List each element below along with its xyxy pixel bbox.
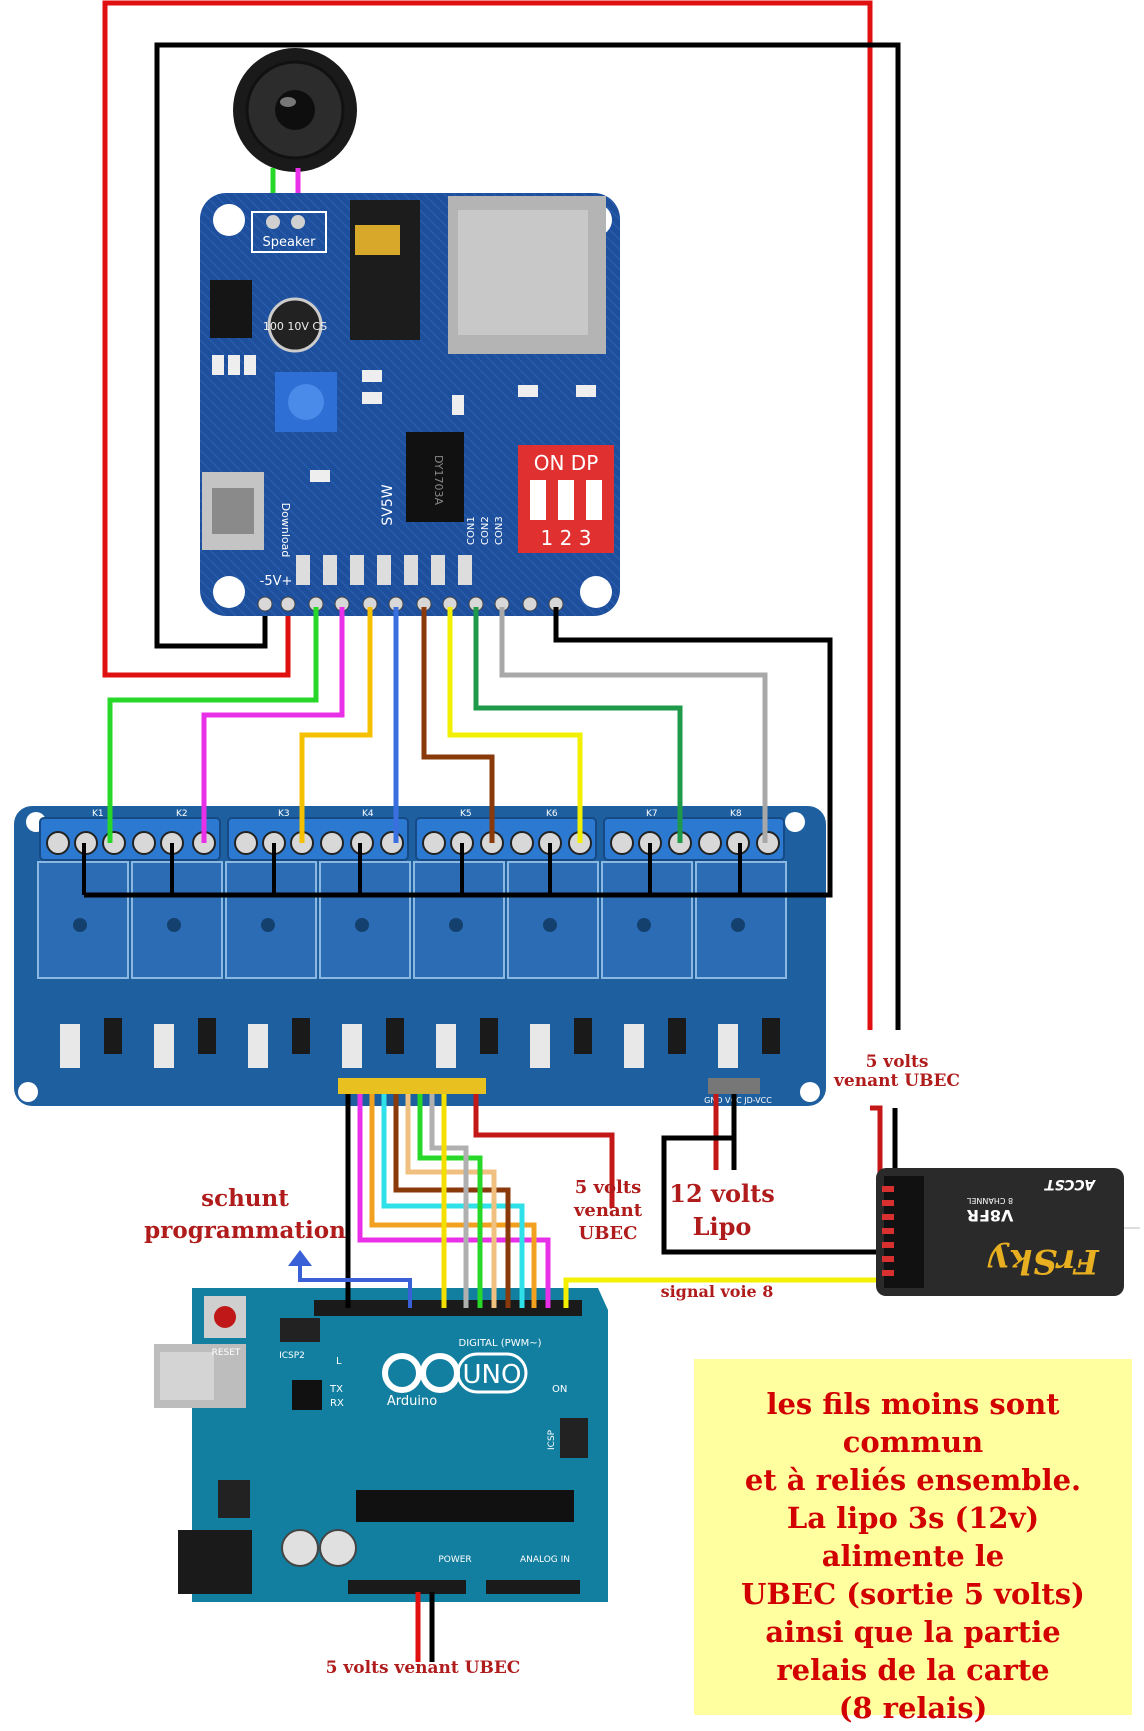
label-ubec-top-line1: 5 volts: [865, 1052, 929, 1072]
note-line-2: et à reliés ensemble.: [744, 1463, 1082, 1497]
label-ubec-mid-line2: venant: [573, 1200, 643, 1221]
note-line-8: (8 relais): [838, 1691, 988, 1725]
arduino-capacitor-2: [319, 1529, 357, 1567]
power-label: -5V+: [260, 574, 293, 589]
icsp2-label: ICSP2: [279, 1351, 305, 1361]
model-label: SV5W: [380, 484, 396, 525]
receiver-accst: ACCST: [1044, 1176, 1097, 1192]
label-lipo: 12 volts Lipo: [662, 1177, 782, 1243]
label-ubec-top-line2: venant UBEC: [834, 1070, 960, 1091]
label-lipo-line2: Lipo: [692, 1212, 752, 1241]
jd-vcc-label: GND VCC JD-VCC: [704, 1096, 772, 1105]
note-line-1: les fils moins sont commun: [766, 1387, 1060, 1459]
receiver-subtitle: 8 CHANNEL: [966, 1196, 1013, 1205]
speaker: [233, 48, 357, 222]
arduino-capacitor-1: [281, 1529, 319, 1567]
dip-numbers: 1 2 3: [541, 526, 592, 550]
note-line-7: relais de la carte: [776, 1653, 1050, 1687]
top-power-wires: [102, 0, 901, 1030]
relay-label-k1: K1: [92, 809, 104, 819]
arduino-uno: RESET ICSP2 DIGITAL (PWM~) UNO Arduino L…: [154, 1288, 608, 1602]
power-header-label: POWER: [438, 1555, 471, 1565]
relay-label-k4: K4: [362, 809, 374, 819]
label-ubec-bottom: 5 volts venant UBEC: [325, 1658, 521, 1678]
capacitor-text: 100 10V CS: [263, 320, 327, 333]
frsky-receiver: FrSky V8FR 8 CHANNEL ACCST: [876, 1168, 1140, 1296]
con-label-3: CON3: [494, 516, 505, 545]
analog-header: [486, 1580, 580, 1594]
tx-label: TX: [329, 1384, 343, 1395]
note-line-6: ainsi que la partie: [765, 1615, 1061, 1649]
relay-label-k6: K6: [546, 809, 558, 819]
audio-jack: [350, 200, 420, 340]
relay-common-bus: [82, 843, 742, 895]
mp3-relay-wires: [84, 607, 833, 898]
analog-header-label: ANALOG IN: [520, 1555, 570, 1565]
arduino-brand: Arduino: [387, 1394, 437, 1409]
label-schunt-line2: programmation: [144, 1217, 346, 1244]
label-ubec-mid-line1: 5 volts: [574, 1177, 642, 1198]
receiver-model: V8FR: [967, 1206, 1014, 1225]
speaker-label: Speaker: [263, 235, 317, 250]
amp-chip: [210, 280, 252, 338]
icsp-label: ICSP: [547, 1429, 557, 1450]
relay-label-k5: K5: [460, 809, 472, 819]
note-box: les fils moins sont commun et à reliés e…: [694, 1359, 1132, 1725]
atmega-chip: [356, 1490, 574, 1522]
relay-label-k8: K8: [730, 809, 742, 819]
rx-label: RX: [330, 1398, 344, 1409]
main-chip: [406, 432, 464, 522]
note-line-3: La lipo 3s (12v): [786, 1501, 1040, 1535]
relay-board: K1 K2 K3 K4 K5 K6 K7 K8 GND VCC JD-VCC: [14, 806, 826, 1106]
note-line-5: UBEC (sortie 5 volts): [741, 1577, 1085, 1611]
label-signal-voie-8: signal voie 8: [660, 1282, 774, 1301]
digital-header: [314, 1300, 582, 1316]
chip-text: DY1703A: [432, 455, 445, 506]
label-ubec-top: 5 volts venant UBEC: [832, 1053, 962, 1090]
relay-label-k7: K7: [646, 809, 658, 819]
dc-jack: [178, 1530, 252, 1594]
relay-label-k3: K3: [278, 809, 290, 819]
download-label: Download: [279, 503, 292, 558]
uno-logo: UNO: [463, 1360, 522, 1390]
l-label: L: [336, 1356, 342, 1367]
relay-input-header: [338, 1078, 486, 1094]
relay-arduino-wires: [288, 1094, 898, 1662]
mp3-module: Speaker 100 10V CS DY1703A Download SV5W…: [200, 193, 620, 616]
relay-power-header: [708, 1078, 760, 1094]
note-line-4: alimente le: [821, 1539, 1005, 1573]
label-schunt: schunt programmation: [140, 1183, 350, 1247]
label-lipo-line1: 12 volts: [669, 1179, 775, 1208]
label-schunt-line1: schunt: [201, 1185, 289, 1212]
on-label: ON: [552, 1384, 567, 1395]
relay-label-k2: K2: [176, 809, 188, 819]
receiver-brand: FrSky: [987, 1241, 1100, 1281]
dip-label: ON DP: [534, 451, 599, 475]
capacitor: [267, 297, 323, 353]
label-ubec-mid: 5 volts venant UBEC: [556, 1176, 660, 1245]
power-header: [348, 1580, 466, 1594]
con-label-1: CON1: [466, 516, 477, 545]
reset-label: RESET: [212, 1348, 241, 1358]
label-ubec-mid-line3: UBEC: [578, 1223, 638, 1244]
digital-label: DIGITAL (PWM~): [459, 1338, 542, 1349]
con-label-2: CON2: [480, 516, 491, 545]
